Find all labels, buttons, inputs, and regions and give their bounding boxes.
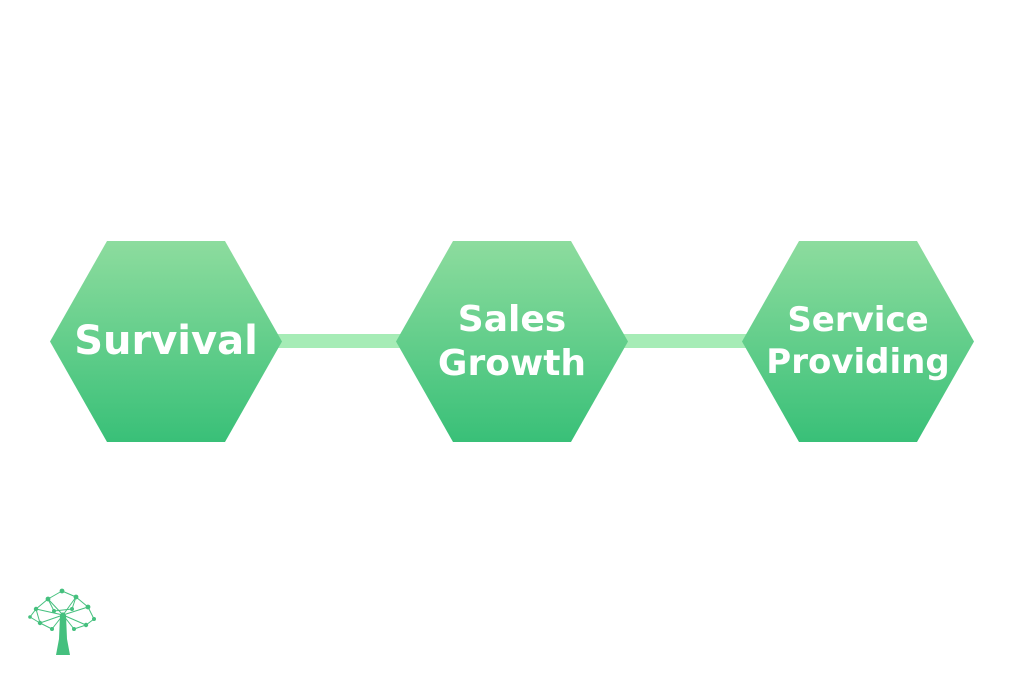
node-label-1: Survival	[74, 318, 258, 365]
hexagon-shape-1	[50, 241, 282, 442]
hexagon-shape-3	[742, 241, 974, 442]
connector-2	[615, 334, 760, 348]
node-label-2: Sales Growth	[437, 298, 587, 384]
hexagon-shape-2	[396, 241, 628, 442]
hexagon-node-2: Sales Growth	[396, 241, 628, 442]
connector-1	[270, 334, 410, 348]
hexagon-node-1: Survival	[50, 241, 282, 442]
node-label-3: Service Providing	[766, 300, 950, 382]
tree-network-icon	[28, 585, 98, 657]
hexagon-node-3: Service Providing	[742, 241, 974, 442]
